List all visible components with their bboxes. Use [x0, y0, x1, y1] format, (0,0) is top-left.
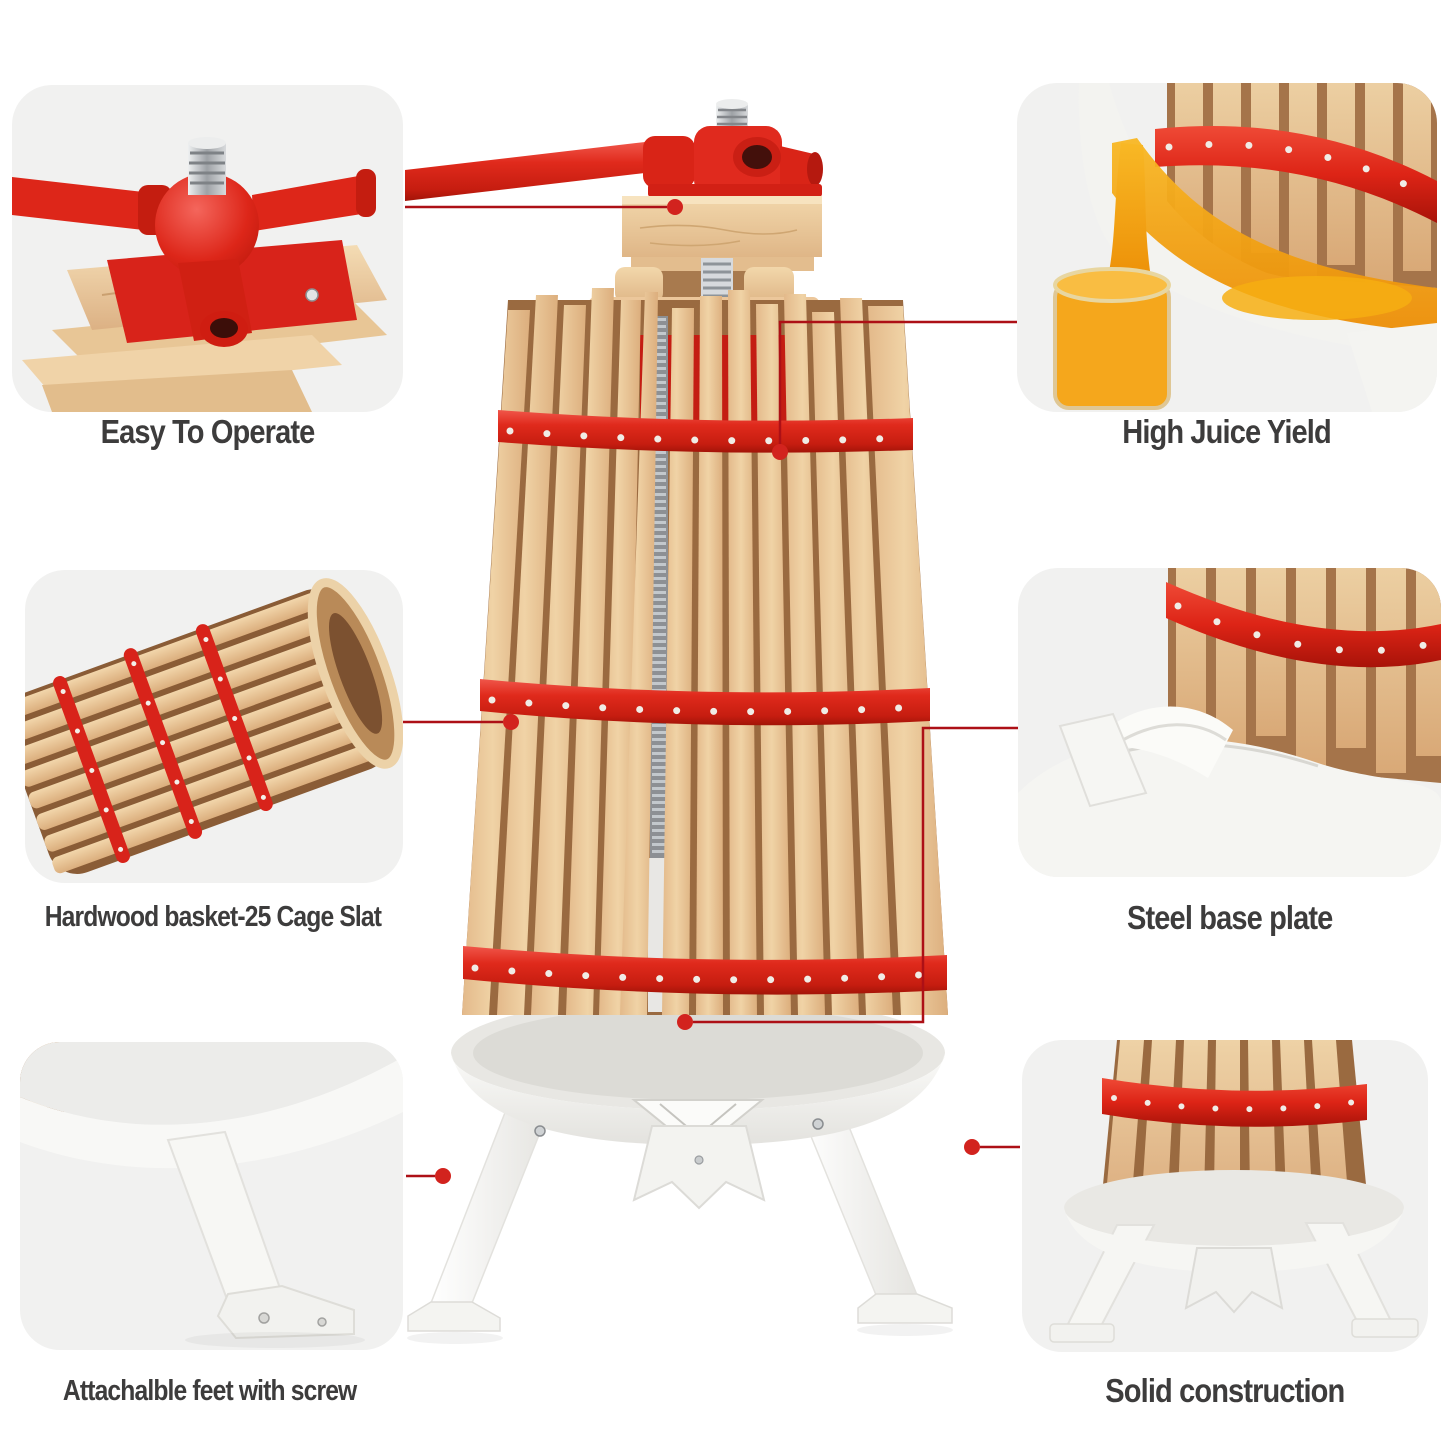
photo-hardwood-basket	[25, 570, 403, 883]
left-leg	[429, 1109, 551, 1304]
feature-caption-attachable-feet: Attachalble feet with screw	[15, 1375, 405, 1408]
callout-dots	[435, 199, 980, 1184]
leg-hint	[1058, 712, 1148, 808]
central-screw-rod	[648, 316, 668, 1012]
photo-easy-to-operate	[12, 85, 403, 412]
press-blocks	[589, 196, 822, 319]
juice-glass	[1053, 267, 1171, 410]
caption-text: Easy To Operate	[100, 413, 316, 450]
callout-lines	[403, 205, 1020, 1178]
basket-slats	[462, 288, 948, 1015]
hub-base-plate	[648, 184, 822, 197]
callout-dot-easy-to-operate	[667, 199, 683, 215]
feature-caption-easy-to-operate: Easy To Operate	[12, 413, 403, 451]
callout-dot-high-juice-yield	[772, 444, 788, 460]
red-band	[1102, 1078, 1367, 1127]
caption-text: Solid construction	[1105, 1372, 1345, 1409]
photo-solid-construction	[1022, 1040, 1428, 1352]
tray-edge	[20, 1042, 403, 1169]
press-spring	[701, 258, 733, 302]
callout-dot-hardwood-basket	[503, 714, 519, 730]
handle-lever	[405, 136, 695, 201]
tri-handle	[12, 137, 376, 347]
feature-caption-solid-construction: Solid construction	[1022, 1372, 1428, 1410]
red-band	[1166, 582, 1441, 668]
tray-spout	[631, 1099, 765, 1154]
photo-high-juice-yield	[1017, 83, 1437, 412]
callout-dot-attachable-feet	[435, 1168, 451, 1184]
slatted-cylinder	[25, 578, 403, 874]
open-end	[307, 578, 403, 769]
red-hoops	[53, 624, 273, 863]
leg-hint	[1347, 323, 1437, 412]
tray-rim	[451, 996, 945, 1110]
tray-and-legs	[1049, 1170, 1419, 1343]
callout-dot-solid-construction	[964, 1139, 980, 1155]
feature-caption-high-juice-yield: High Juice Yield	[1017, 413, 1437, 451]
hardwood-basket-illustration	[25, 578, 403, 874]
basket-bottom	[1102, 1040, 1367, 1195]
caption-text: High Juice Yield	[1122, 413, 1333, 450]
right-leg	[797, 1106, 919, 1296]
caption-text: Attachalble feet with screw	[63, 1375, 357, 1407]
threaded-stud	[716, 99, 748, 138]
caption-text: Steel base plate	[1126, 899, 1333, 936]
left-foot	[407, 1301, 501, 1332]
attachable-feet-illustration	[20, 1042, 403, 1348]
solid-construction-illustration	[1049, 1040, 1419, 1343]
feature-caption-hardwood-basket: Hardwood basket-25 Cage Slat	[15, 901, 410, 934]
feature-caption-steel-base-plate: Steel base plate	[1018, 899, 1441, 937]
center-leg-bracket	[632, 1125, 766, 1210]
basket	[462, 288, 948, 1015]
handle-hub	[648, 99, 823, 197]
photo-steel-base-plate	[1018, 568, 1441, 877]
steel-base-plate-illustration	[1018, 568, 1441, 877]
high-juice-yield-illustration	[1053, 83, 1437, 412]
caption-text: Hardwood basket-25 Cage Slat	[44, 901, 382, 933]
photo-attachable-feet	[20, 1042, 403, 1350]
red-band	[1155, 125, 1437, 223]
callout-line-steel-base-plate	[693, 726, 1018, 1024]
threaded-stud	[188, 137, 226, 195]
leg	[166, 1130, 365, 1348]
easy-to-operate-illustration	[12, 137, 387, 412]
callout-dot-steel-base-plate	[677, 1014, 693, 1030]
tray-wall	[451, 1053, 945, 1145]
right-foot	[857, 1293, 953, 1324]
juice-stream	[1105, 138, 1437, 333]
legs	[407, 1106, 953, 1344]
basket-interior	[462, 300, 948, 1015]
red-bands	[463, 410, 947, 995]
tray	[451, 1053, 945, 1210]
callout-line-high-juice-yield	[778, 320, 1017, 444]
